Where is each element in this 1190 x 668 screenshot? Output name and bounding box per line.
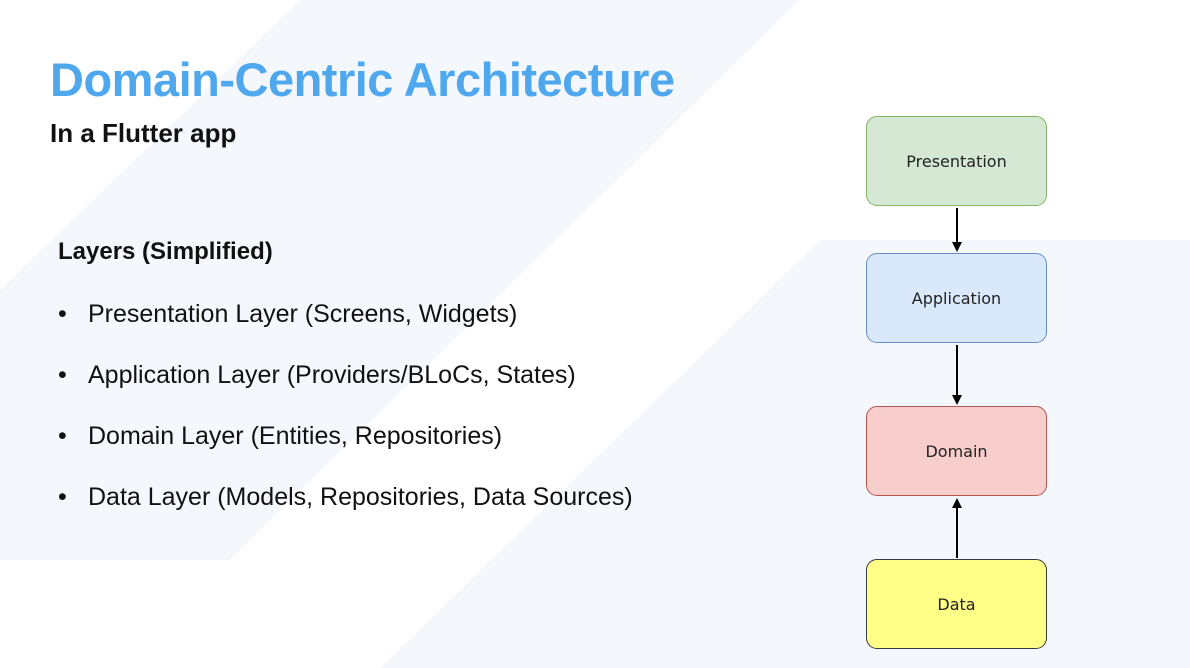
slide-subtitle: In a Flutter app <box>50 118 237 148</box>
node-application: Application <box>866 253 1047 343</box>
layer-bullet-application: • Application Layer (Providers/BLoCs, St… <box>58 361 633 422</box>
layers-list: • Presentation Layer (Screens, Widgets) … <box>58 300 633 544</box>
layer-bullet-text: Application Layer (Providers/BLoCs, Stat… <box>88 361 576 389</box>
bullet-dot: • <box>58 300 67 328</box>
node-presentation: Presentation <box>866 116 1047 206</box>
bullet-dot: • <box>58 361 67 389</box>
layer-bullet-data: • Data Layer (Models, Repositories, Data… <box>58 483 633 544</box>
bullet-dot: • <box>58 483 67 511</box>
node-domain: Domain <box>866 406 1047 496</box>
node-data: Data <box>866 559 1047 649</box>
slide-title: Domain-Centric Architecture <box>50 53 675 106</box>
background-stripe-upper <box>0 0 800 560</box>
layer-bullet-text: Data Layer (Models, Repositories, Data S… <box>88 483 633 511</box>
node-data-label: Data <box>937 594 976 614</box>
node-domain-label: Domain <box>925 441 988 461</box>
layer-bullet-text: Domain Layer (Entities, Repositories) <box>88 422 503 450</box>
layer-bullet-presentation: • Presentation Layer (Screens, Widgets) <box>58 300 633 361</box>
layers-heading: Layers (Simplified) <box>58 238 273 265</box>
layer-bullet-text: Presentation Layer (Screens, Widgets) <box>88 300 518 328</box>
bullet-dot: • <box>58 422 67 450</box>
node-application-label: Application <box>911 288 1002 308</box>
node-presentation-label: Presentation <box>906 151 1007 171</box>
layer-bullet-domain: • Domain Layer (Entities, Repositories) <box>58 422 633 483</box>
